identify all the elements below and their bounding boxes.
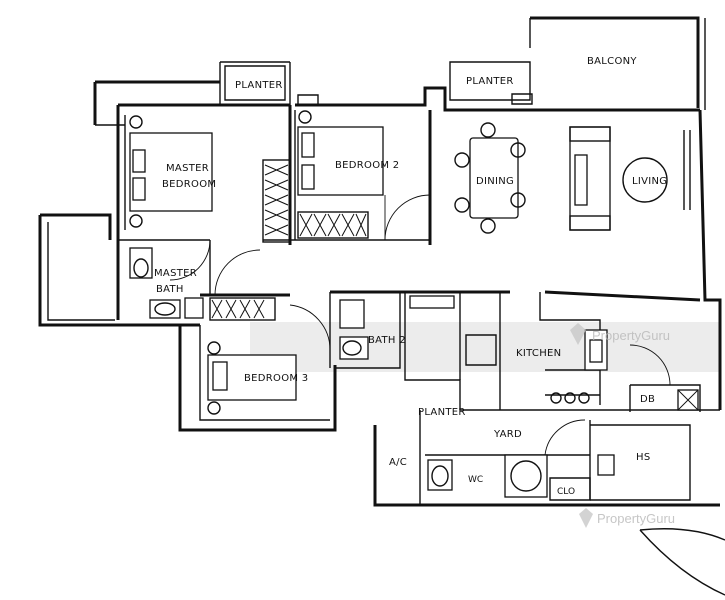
label-yard: YARD bbox=[493, 429, 522, 440]
watermark-text-bottom: PropertyGuru bbox=[597, 511, 675, 526]
watermark-top: PropertyGuru bbox=[570, 323, 670, 345]
yard-fixtures bbox=[427, 454, 615, 498]
structural-walls bbox=[38, 16, 722, 507]
label-balcony: BALCONY bbox=[587, 56, 637, 67]
wardrobe-bedroom2 bbox=[297, 211, 369, 239]
label-master-bath-line2: BATH bbox=[156, 284, 184, 295]
label-master-bedroom-line1: MASTER bbox=[166, 163, 209, 174]
label-kitchen: KITCHEN bbox=[516, 348, 561, 359]
living-rug bbox=[622, 157, 668, 203]
label-wc: WC bbox=[468, 475, 483, 485]
door-swings bbox=[169, 194, 671, 456]
propertyguru-logo-icon bbox=[570, 323, 586, 345]
bed-master bbox=[129, 115, 213, 228]
label-hs: HS bbox=[636, 452, 650, 463]
propertyguru-logo-icon bbox=[579, 508, 593, 528]
label-dining: DINING bbox=[476, 176, 514, 187]
label-ac: A/C bbox=[389, 457, 407, 468]
wardrobe-master bbox=[262, 159, 291, 243]
sofa bbox=[569, 126, 611, 231]
bath2-fixtures bbox=[339, 295, 455, 360]
bed-bedroom3 bbox=[207, 341, 297, 415]
label-bedroom3: BEDROOM 3 bbox=[244, 373, 308, 384]
label-planter-top-left: PLANTER bbox=[235, 80, 283, 91]
label-bath2: BATH 2 bbox=[368, 335, 406, 346]
label-planter-top-right: PLANTER bbox=[466, 76, 514, 87]
wardrobe-bedroom3 bbox=[209, 297, 276, 321]
site-boundary-curve bbox=[639, 528, 725, 596]
label-master-bath-line1: MASTER bbox=[154, 268, 197, 279]
label-clo: CLO bbox=[557, 487, 575, 497]
bed-bedroom2 bbox=[297, 110, 384, 196]
interior-partitions bbox=[118, 105, 701, 501]
label-db: DB bbox=[640, 394, 655, 405]
room-labels: PLANTER PLANTER BALCONY MASTER BEDROOM B… bbox=[154, 56, 667, 497]
label-master-bedroom-line2: BEDROOM bbox=[162, 179, 216, 190]
label-bedroom2: BEDROOM 2 bbox=[335, 160, 399, 171]
dining-set bbox=[454, 122, 526, 234]
kitchen-fixtures bbox=[550, 329, 699, 411]
watermark-text-top: PropertyGuru bbox=[592, 328, 670, 343]
master-bath-fixtures bbox=[129, 247, 204, 319]
watermark-bottom: PropertyGuru bbox=[579, 508, 675, 528]
label-planter-bottom: PLANTER bbox=[418, 407, 466, 418]
label-living: LIVING bbox=[632, 176, 667, 187]
